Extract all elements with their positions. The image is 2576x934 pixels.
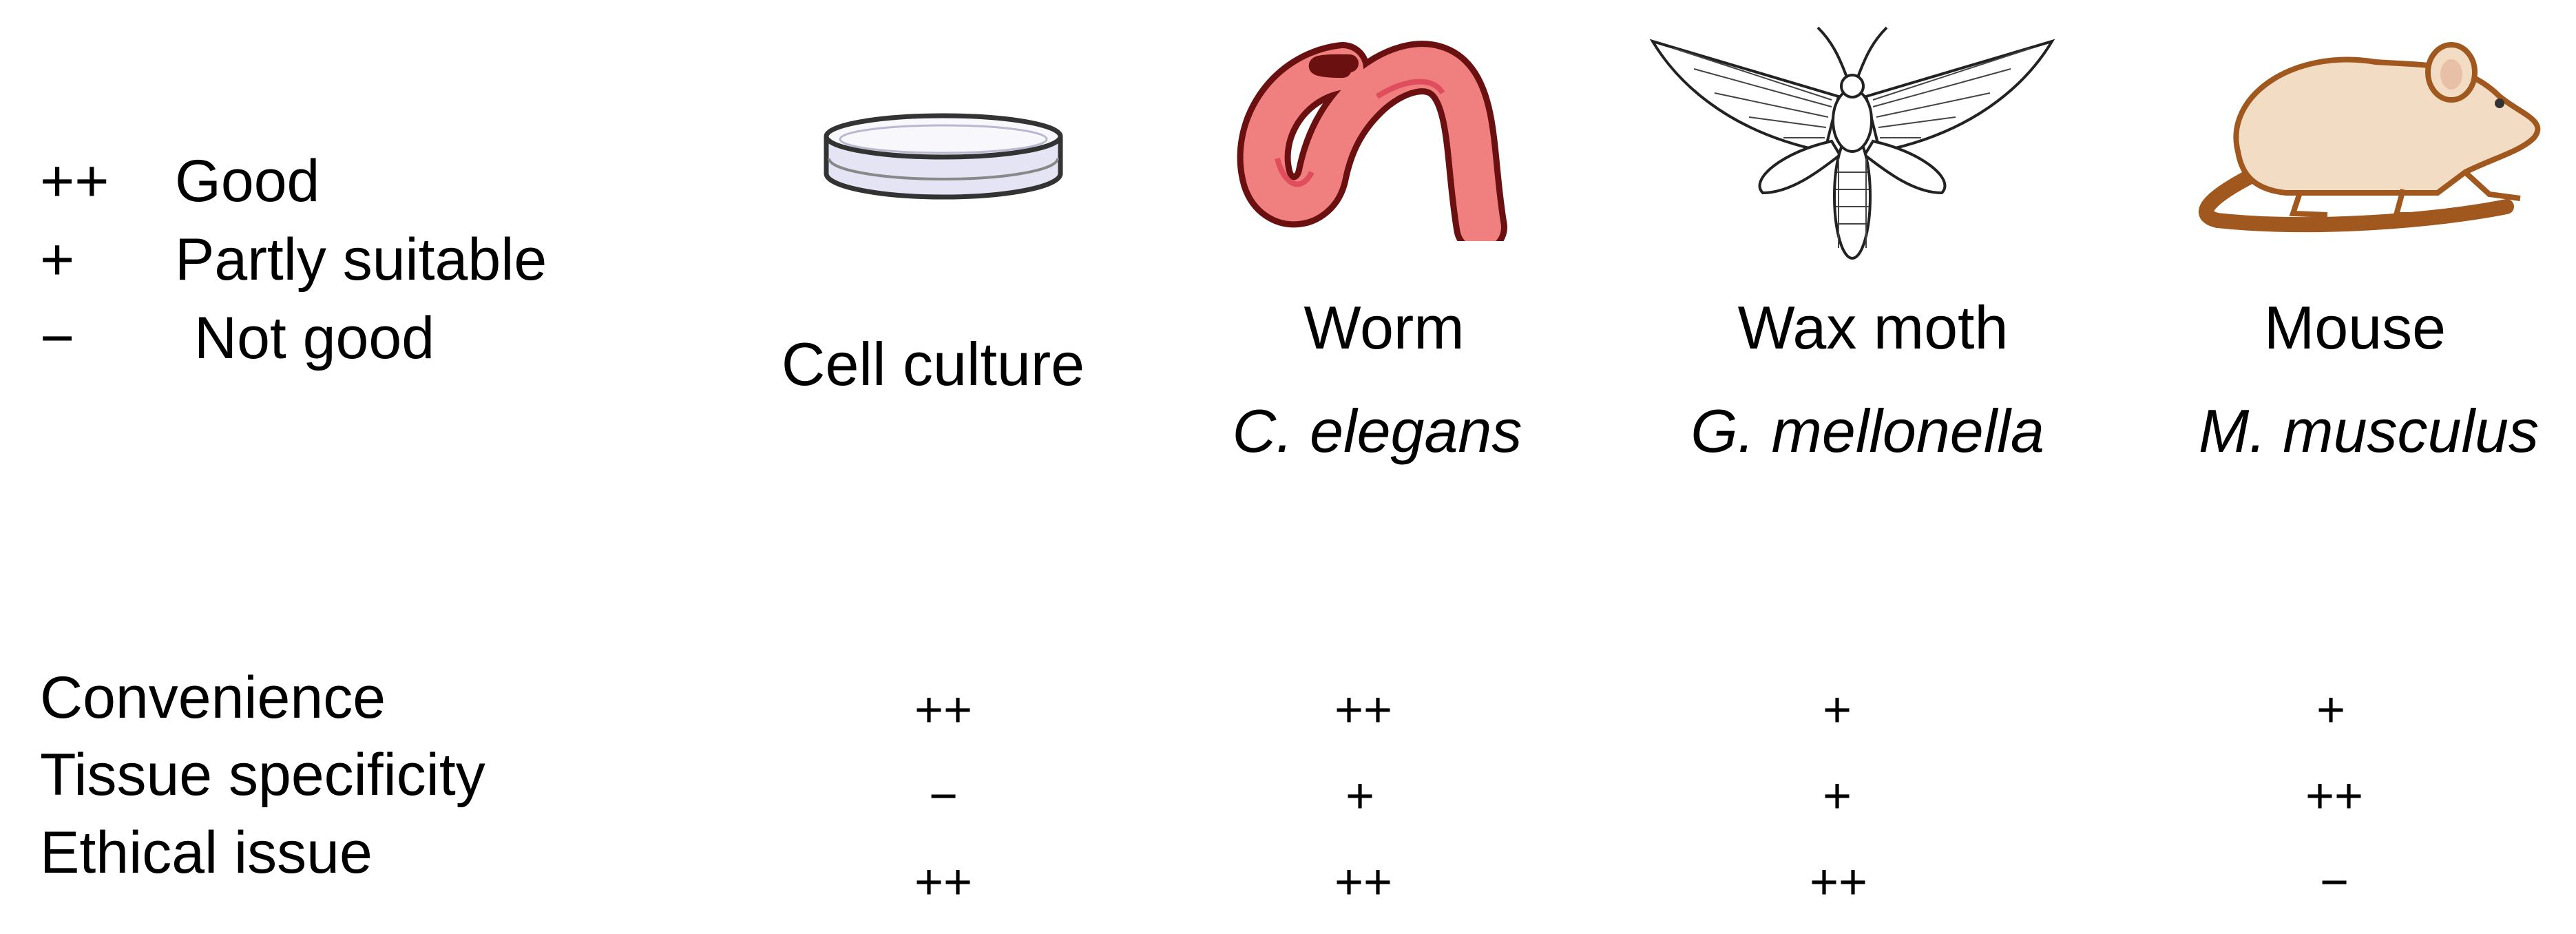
legend-symbol: − [40,305,75,371]
score-cell: ++ [1334,683,1393,738]
organism-scientific-wax-moth: G. mellonella [1690,397,2044,465]
legend-symbol: + [40,227,75,293]
score-cell: − [928,769,959,824]
criterion-tissue-specificity: Tissue specificity [40,742,485,808]
mouse-icon [2199,42,2541,233]
score-cell: − [2319,855,2349,910]
legend-label: Not good [194,305,435,371]
legend-label: Good [175,148,320,214]
score-cell: ++ [2305,769,2364,824]
score-cell: + [2316,683,2346,738]
organism-name-wax-moth: Wax moth [1737,293,2009,362]
score-cell: ++ [1334,855,1393,910]
worm-icon [1237,41,1507,241]
score-cell: ++ [1809,855,1868,910]
organism-scientific-worm: C. elegans [1232,397,1522,465]
score-cell: + [1345,769,1375,824]
criterion-convenience: Convenience [40,665,386,731]
criterion-ethical-issue: Ethical issue [40,820,373,886]
legend-symbol: ++ [40,148,109,214]
organism-name-worm: Worm [1303,293,1465,362]
score-cell: ++ [914,683,973,738]
organism-scientific-mouse: M. musculus [2199,397,2539,465]
organism-name-mouse: Mouse [2263,293,2447,362]
petri-dish-icon [824,113,1063,200]
score-cell: + [1822,683,1852,738]
score-cell: + [1822,769,1852,824]
organism-name-cell-culture: Cell culture [781,330,1085,398]
moth-icon [1649,26,2055,260]
legend-label: Partly suitable [175,227,547,293]
score-cell: ++ [914,855,973,910]
